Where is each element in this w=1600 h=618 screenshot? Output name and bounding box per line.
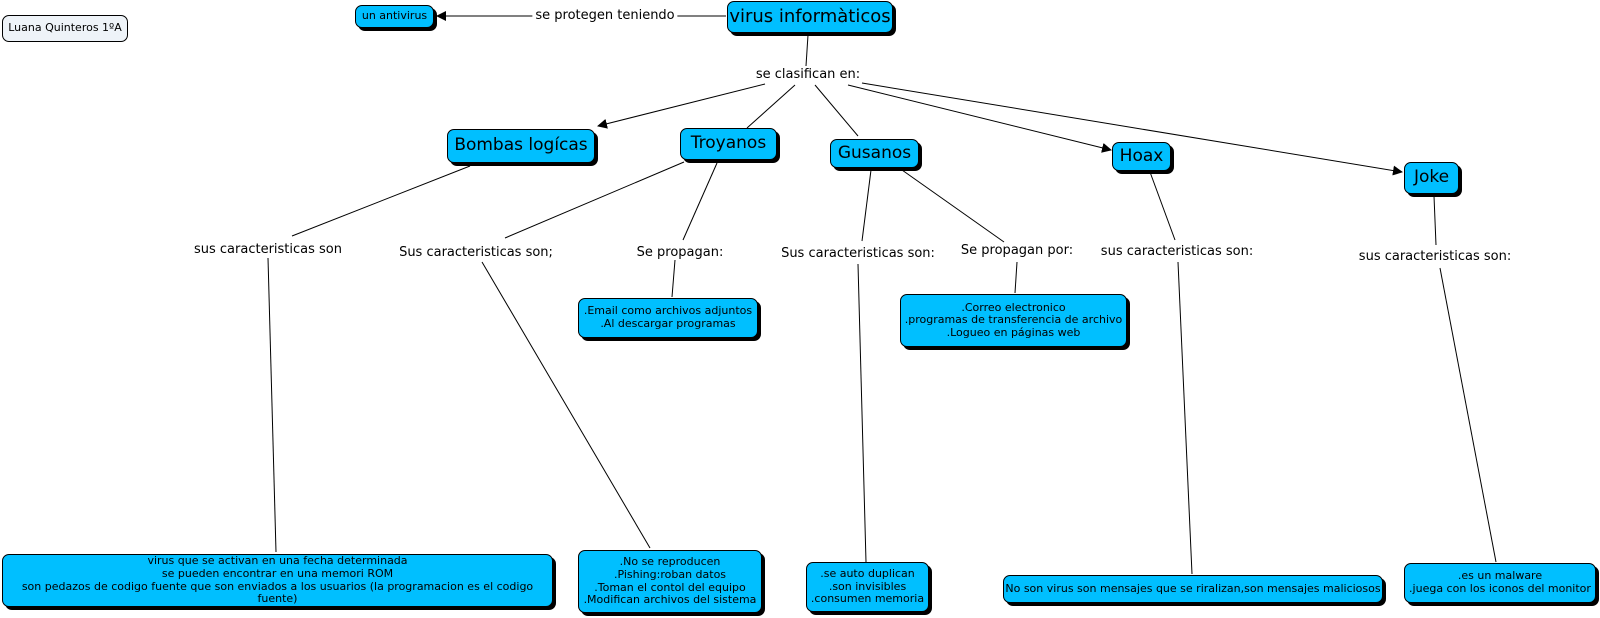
link-troyanos-prop (682, 162, 718, 241)
link-label-gusanos-char: Sus caracteristicas son: (778, 246, 938, 261)
link-label-troyanos-prop: Se propagan: (633, 245, 727, 260)
link-bombas-char-detail (267, 257, 277, 553)
node-joke-characteristics[interactable]: .es un malware .juega con los iconos del… (1404, 563, 1596, 603)
node-troyanos-characteristics[interactable]: .No se reproducen .Pishing:roban datos .… (578, 550, 762, 613)
node-hoax-characteristics[interactable]: No son virus son mensajes que se riraliz… (1003, 575, 1383, 603)
node-gusanos[interactable]: Gusanos (830, 139, 919, 168)
link-classify-joke (861, 82, 1403, 176)
link-classify-bombas (597, 83, 766, 129)
link-classify-hoax (847, 84, 1112, 153)
link-root-classify (805, 34, 809, 67)
node-antivirus[interactable]: un antivirus (355, 5, 434, 28)
node-joke[interactable]: Joke (1404, 162, 1459, 194)
link-gusanos-prop-detail (1014, 261, 1018, 294)
node-hoax[interactable]: Hoax (1112, 142, 1171, 171)
link-hoax-char (1149, 171, 1176, 241)
node-gusanos-propagation[interactable]: .Correo electronico .programas de transf… (900, 294, 1127, 347)
link-troyanos-prop-detail (671, 259, 676, 298)
link-classify-gusanos (814, 84, 859, 137)
node-bombas-logicas[interactable]: Bombas logícas (447, 129, 595, 163)
link-label-joke-char: sus caracteristicas son: (1355, 249, 1515, 264)
link-bombas-char (291, 165, 471, 237)
node-troyanos[interactable]: Troyanos (680, 128, 777, 160)
link-gusanos-prop (901, 169, 1005, 243)
link-gusanos-char-detail (857, 263, 867, 563)
link-label-gusanos-prop: Se propagan por: (957, 243, 1077, 258)
node-gusanos-characteristics[interactable]: .se auto duplican .son invisibles .consu… (806, 562, 929, 612)
node-bombas-detail[interactable]: virus que se activan en una fecha determ… (2, 554, 553, 607)
root-node-virus-informaticos[interactable]: virus informàticos (727, 1, 893, 33)
link-label-hoax-char: sus caracteristicas son: (1097, 244, 1257, 259)
link-joke-char-detail (1439, 267, 1497, 563)
link-troyanos-char (504, 161, 685, 239)
link-classify-troyanos (746, 84, 796, 129)
link-label-troyanos-char: Sus caracteristicas son; (396, 245, 556, 260)
link-hoax-char-detail (1177, 261, 1193, 575)
link-gusanos-char (861, 169, 872, 242)
author-label: Luana Quinteros 1ºA (2, 15, 128, 42)
link-label-bombas-char: sus caracteristicas son (190, 242, 346, 257)
node-troyanos-propagation[interactable]: .Email como archivos adjuntos .Al descar… (578, 298, 758, 338)
link-label-protect: se protegen teniendo (532, 8, 678, 23)
link-troyanos-char-detail (481, 261, 651, 549)
link-joke-char (1433, 195, 1437, 246)
link-label-classify: se clasifican en: (752, 67, 864, 82)
